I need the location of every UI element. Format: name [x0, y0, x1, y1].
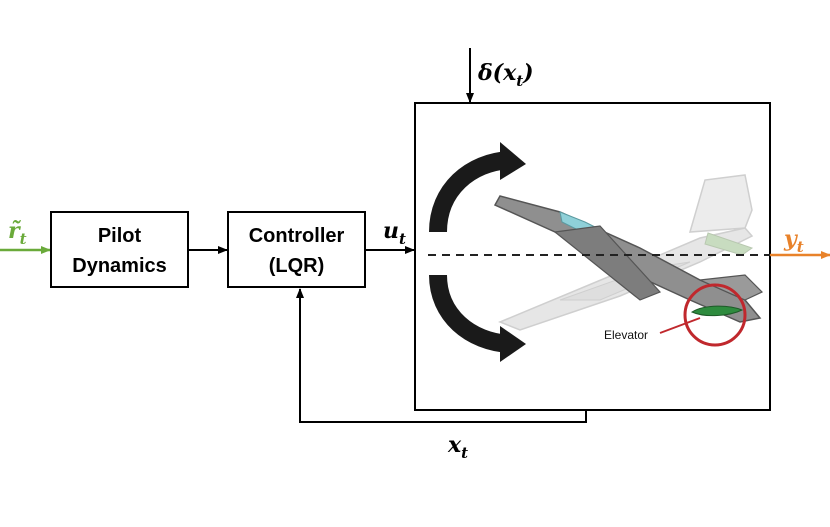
controller-block-label-line1: Controller — [249, 225, 345, 247]
output-signal-label: yt — [783, 226, 804, 256]
pitch-up-arrow-icon — [429, 142, 526, 233]
elevator-callout-label: Elevator — [604, 328, 648, 342]
controller-block-label-line2: (LQR) — [269, 255, 325, 277]
controller-block — [227, 211, 366, 288]
pitch-down-arrow-icon — [429, 274, 526, 362]
elevator-surface — [690, 305, 744, 317]
elevator-callout-leader — [659, 317, 701, 334]
control-signal-label: ut — [383, 218, 406, 248]
feedback-path — [296, 288, 587, 423]
aircraft-pitched-image — [493, 195, 764, 323]
pilot-block-label-line2: Dynamics — [72, 255, 167, 277]
elevator-callout-circle — [683, 283, 747, 347]
disturbance-label: δ(xt) — [477, 60, 534, 90]
reference-signal-label: r̃t — [8, 218, 27, 248]
pilot-block-label-line1: Pilot — [98, 225, 142, 247]
state-signal-label: xt — [447, 432, 468, 462]
